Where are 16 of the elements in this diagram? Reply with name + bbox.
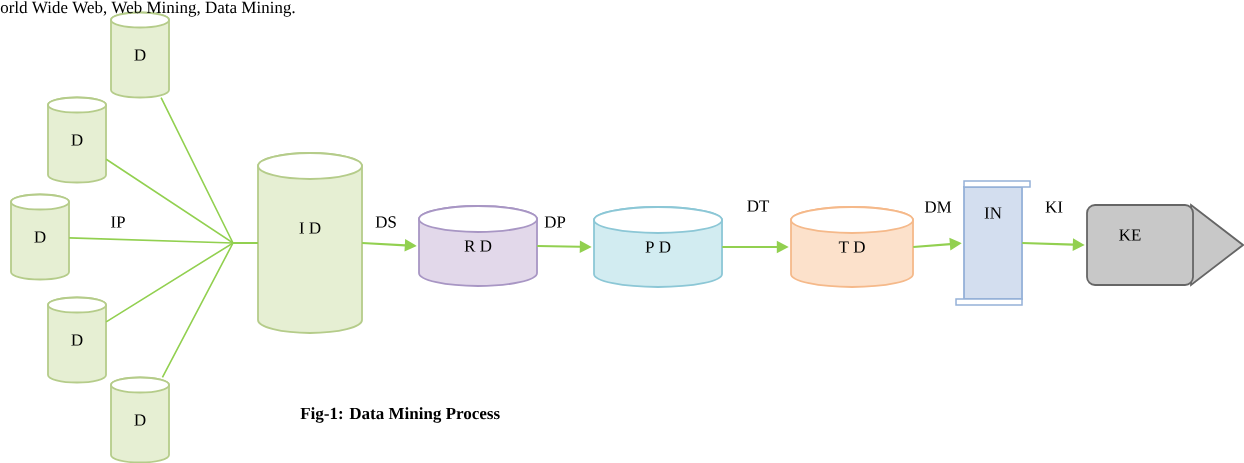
- database-cylinder: D: [47, 296, 107, 384]
- database-cylinder: D: [47, 96, 107, 184]
- database-cylinder: R D: [418, 205, 538, 287]
- edge-label: DP: [543, 215, 567, 229]
- edge-label: KI: [1044, 200, 1064, 214]
- edge-label: DS: [374, 215, 398, 229]
- database-cylinder: I D: [257, 152, 363, 334]
- edge-label: DT: [745, 199, 771, 213]
- database-cylinder: P D: [593, 206, 723, 288]
- edge-label: DM: [923, 200, 953, 214]
- edge-label: IP: [109, 215, 127, 229]
- connector-line: [161, 242, 259, 379]
- database-cylinder: T D: [790, 206, 914, 288]
- caption: Fig-1: Data Mining Process: [300, 407, 500, 423]
- database-cylinder: D: [110, 376, 170, 463]
- database-cylinder: D: [10, 193, 70, 281]
